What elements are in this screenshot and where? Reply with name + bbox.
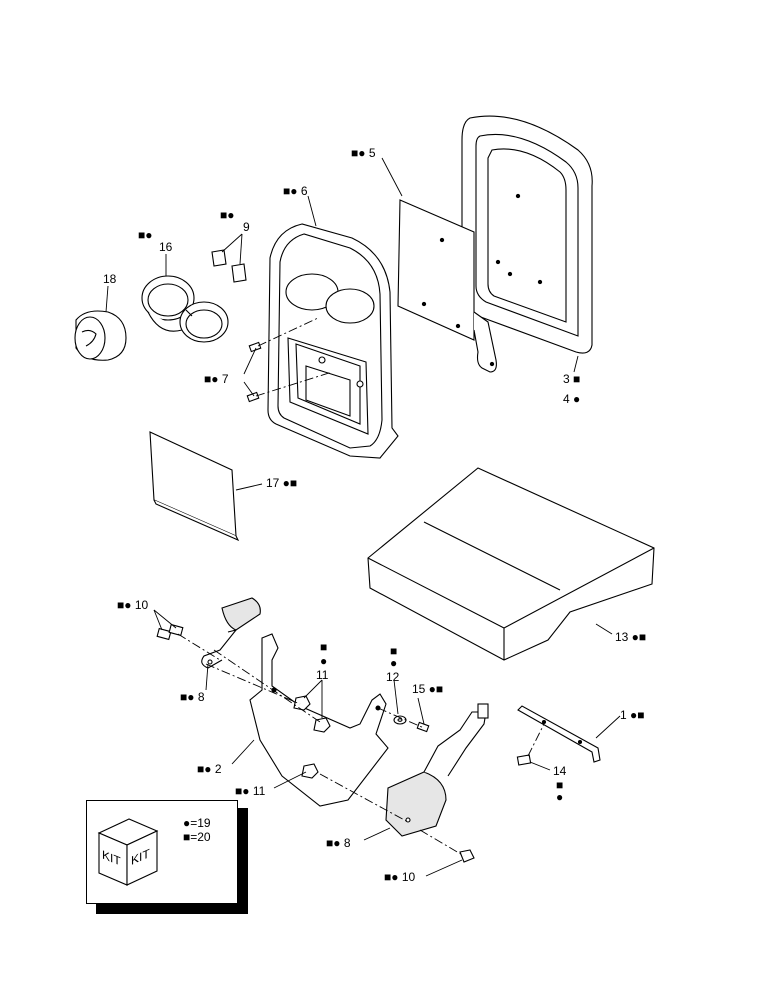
assembly-line	[377, 707, 425, 729]
assembly-line	[255, 371, 333, 397]
callout-10-lower: ■● 10	[384, 870, 416, 884]
seat-back-cushion	[461, 115, 593, 354]
callout-9: 9	[243, 220, 250, 234]
callout-14-dot: ●	[556, 790, 564, 804]
assembly-line	[177, 633, 221, 661]
callout-1: 1 ●■	[620, 708, 645, 722]
kit-cube-icon	[97, 818, 159, 886]
callout-12-square: ■	[390, 644, 398, 658]
callout-12: 12	[386, 670, 400, 684]
callout-11-dot: ●	[320, 654, 328, 668]
callout-10-upper: ■● 10	[117, 598, 149, 612]
rear-cover-housing	[267, 223, 399, 459]
knob-cap	[74, 310, 127, 361]
assembly-line	[213, 649, 321, 723]
callout-11: 11	[316, 668, 329, 682]
screw	[416, 721, 430, 733]
kit-legend-square: ■=20	[183, 830, 211, 844]
strap-bracket	[517, 705, 601, 763]
callout-3: 3 ■	[563, 372, 581, 386]
callout-14: 14	[553, 764, 567, 778]
callout-6: ■● 6	[283, 184, 308, 198]
callout-16-symbols: ■●	[138, 228, 153, 242]
callout-16: 16	[159, 240, 173, 254]
bolt-lower	[459, 849, 475, 863]
callout-7: ■● 7	[204, 372, 229, 386]
kit-legend-dot: ●=19	[183, 816, 211, 830]
callout-4: 4 ●	[563, 392, 581, 406]
gauge-ring-holder	[141, 275, 229, 343]
cover-plate	[149, 431, 240, 542]
callout-12-dot: ●	[390, 656, 398, 670]
bolts-upper	[156, 623, 184, 641]
callout-18: 18	[103, 272, 117, 286]
seat-belt-retractor	[385, 703, 489, 837]
seat-belt-buckle-left	[201, 597, 261, 669]
assembly-line	[257, 317, 319, 347]
callout-11-lower: ■● 11	[235, 784, 266, 798]
screws	[246, 341, 262, 403]
callout-5: ■● 5	[351, 146, 376, 160]
callout-9-symbols: ■●	[220, 208, 235, 222]
callout-8-left: ■● 8	[180, 690, 205, 704]
callout-17: 17 ●■	[266, 476, 298, 490]
bolt-14	[516, 754, 532, 766]
kit-legend-box: KIT KIT ●=19 ■=20	[86, 800, 238, 904]
assembly-line	[527, 723, 545, 757]
callout-15: 15 ●■	[412, 682, 444, 696]
callout-11-square: ■	[320, 640, 328, 654]
callout-14-square: ■	[556, 778, 564, 792]
callout-2: ■● 2	[197, 762, 222, 776]
assembly-line	[419, 829, 465, 857]
washer	[393, 715, 407, 725]
callout-8-right: ■● 8	[326, 836, 351, 850]
decal-pair	[211, 249, 247, 283]
callout-13: 13 ●■	[615, 630, 647, 644]
mounting-plate	[397, 199, 497, 373]
leader-lines	[105, 157, 621, 877]
assembly-line	[205, 663, 301, 705]
seat-cushion	[367, 467, 655, 661]
